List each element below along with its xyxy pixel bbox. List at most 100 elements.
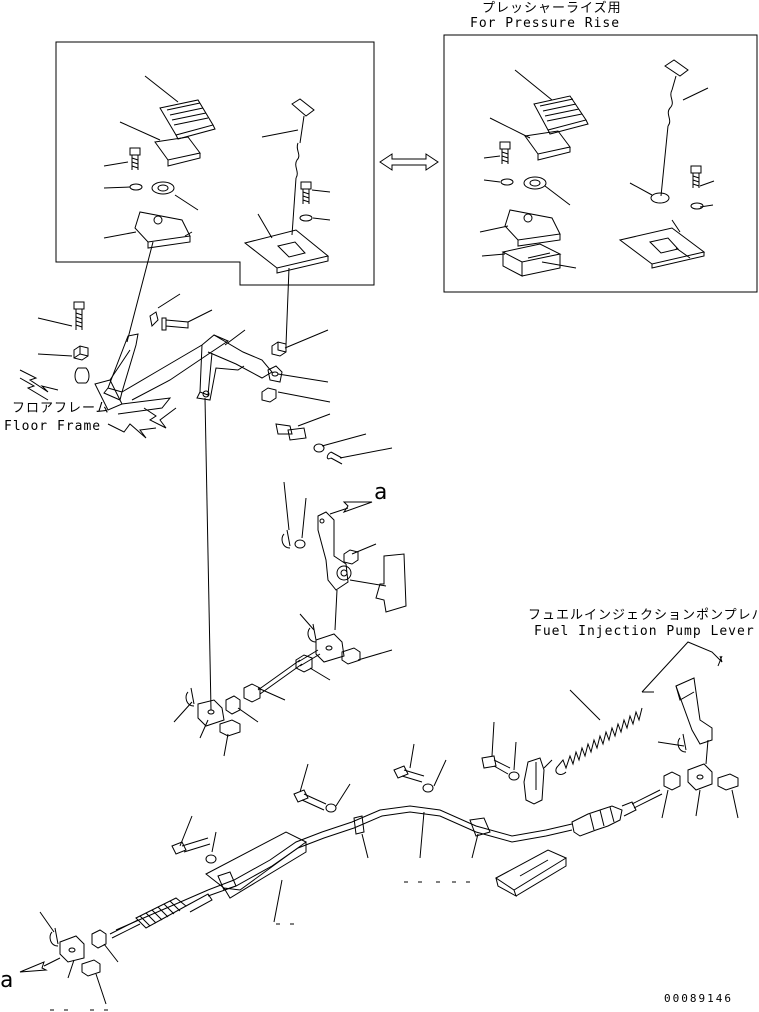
pedal-plate xyxy=(524,130,571,161)
washer xyxy=(205,854,217,864)
cable-end-boot xyxy=(571,801,637,837)
leader-line xyxy=(283,481,393,681)
link-line xyxy=(705,739,709,765)
double-arrow-icon xyxy=(379,153,439,171)
stopper-block xyxy=(501,243,562,277)
washer xyxy=(299,214,313,222)
threaded-rod xyxy=(257,659,303,695)
nut xyxy=(73,345,89,361)
arrow-icon xyxy=(329,501,373,515)
fuel-pump-lever-outline xyxy=(641,641,723,693)
throttle-lever xyxy=(291,98,315,236)
spring-hook xyxy=(555,765,567,775)
left-inset-frame xyxy=(55,41,375,286)
fuel-pump-label-en: Fuel Injection Pump Lever xyxy=(534,624,755,639)
pedal-lever xyxy=(103,333,273,401)
arrow-icon xyxy=(19,957,61,973)
cotter-pin xyxy=(49,927,59,947)
pedal-pad xyxy=(159,99,216,140)
bolt xyxy=(393,765,425,783)
marker-a-bottom: a xyxy=(0,968,14,993)
control-rod xyxy=(204,397,212,711)
clevis xyxy=(59,935,85,963)
pin xyxy=(219,719,241,737)
washer xyxy=(129,183,143,191)
pedal-pad xyxy=(533,95,589,135)
threaded-end xyxy=(109,919,141,939)
washer xyxy=(690,202,704,210)
pedal-bracket xyxy=(134,211,193,249)
clevis xyxy=(315,633,345,663)
pedal-bracket xyxy=(504,209,561,247)
pump-lever xyxy=(675,677,713,745)
nut xyxy=(663,771,681,791)
cable-clamp xyxy=(353,815,365,835)
floor-frame-label-jp: フロアフレーム xyxy=(12,401,110,416)
leader-line xyxy=(103,75,331,239)
grommet xyxy=(151,181,175,195)
spring-bracket xyxy=(523,757,545,805)
cotter-pin xyxy=(307,623,317,643)
bolt xyxy=(293,789,327,811)
cable-clamp xyxy=(469,817,491,837)
washer xyxy=(500,178,514,186)
leader-line xyxy=(37,293,393,459)
cable-bracket xyxy=(495,849,568,898)
cable-bracket xyxy=(205,831,307,899)
floor-plate xyxy=(243,229,330,274)
clevis xyxy=(687,763,713,791)
bolt xyxy=(481,755,511,775)
throttle-lever xyxy=(660,59,689,197)
pin xyxy=(161,317,189,331)
nut xyxy=(261,387,277,403)
nut xyxy=(271,341,287,357)
drawing-number: 00089146 xyxy=(664,992,733,1005)
pivot-pin xyxy=(202,390,210,398)
marker-a-top: a xyxy=(374,480,388,505)
pressure-rise-label-en: For Pressure Rise xyxy=(470,16,621,31)
washer xyxy=(650,192,670,204)
cotter-pin xyxy=(281,529,291,549)
nut xyxy=(91,929,107,949)
bolt xyxy=(499,141,511,164)
clevis xyxy=(197,699,225,727)
washer xyxy=(422,783,434,793)
nut xyxy=(343,549,359,565)
washer xyxy=(294,539,306,549)
leader-line xyxy=(479,69,715,269)
collar xyxy=(74,367,90,384)
washer xyxy=(508,771,520,781)
grommet xyxy=(523,176,547,190)
bolt xyxy=(129,147,141,170)
bolt xyxy=(300,181,312,204)
pin xyxy=(717,773,739,791)
throttle-arm xyxy=(317,511,352,591)
return-spring xyxy=(557,707,643,770)
floor-plate xyxy=(618,227,706,269)
bolt xyxy=(171,837,211,855)
bolt xyxy=(690,165,702,188)
leader-line xyxy=(173,687,286,757)
threaded-rod xyxy=(297,649,321,667)
fuel-pump-label-jp: フュエルインジェクションポンプレバー xyxy=(528,608,759,623)
link-line xyxy=(334,589,338,631)
threaded-end xyxy=(631,789,663,809)
snap-pin xyxy=(326,451,343,465)
part-number-dashes xyxy=(50,881,470,1011)
right-inset-frame xyxy=(443,34,758,293)
floor-frame-break xyxy=(19,369,177,439)
leader-line xyxy=(39,689,739,1005)
bracket-plate xyxy=(375,553,407,613)
cotter-pin xyxy=(185,687,195,707)
pin xyxy=(81,959,101,977)
floor-frame-label-en: Floor Frame xyxy=(4,419,102,434)
cotter-pin xyxy=(149,311,159,328)
floor-bracket xyxy=(94,349,172,415)
nut xyxy=(243,683,261,703)
cable-boot xyxy=(135,893,213,929)
pin xyxy=(275,423,307,441)
bolt xyxy=(73,301,85,330)
link-line xyxy=(126,241,290,346)
